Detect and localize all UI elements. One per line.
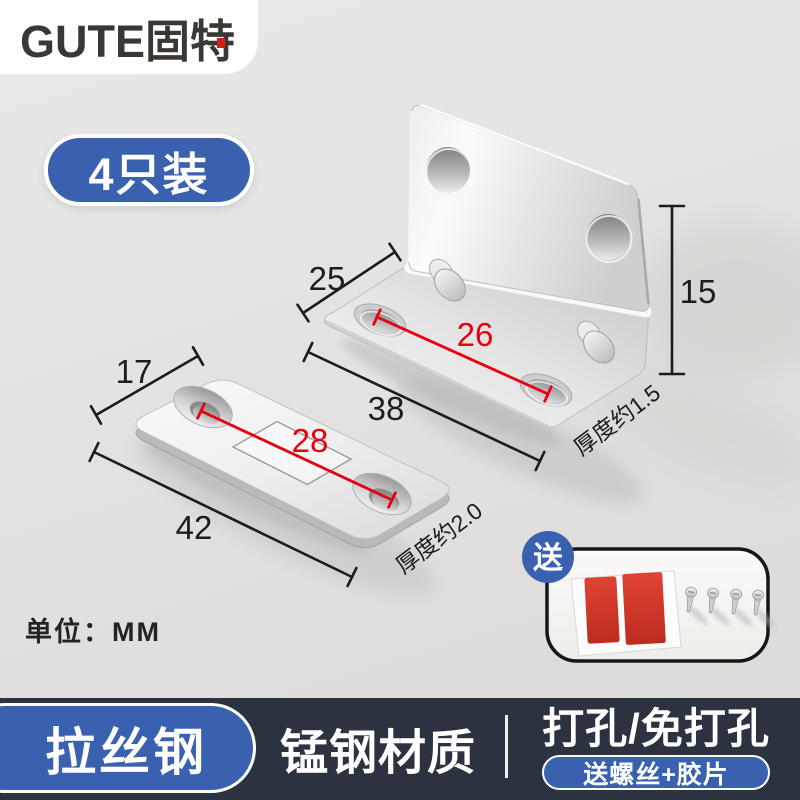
dim-text-28: 28 xyxy=(292,422,329,459)
gift-box: 送 xyxy=(522,531,775,663)
screws xyxy=(685,586,775,628)
mounting-label: 打孔/免打孔 xyxy=(542,705,770,752)
dim-line-25 xyxy=(296,242,402,323)
dim-text-15: 15 xyxy=(680,273,717,310)
screw-icon xyxy=(685,586,708,625)
bracket-base-thickness xyxy=(323,319,549,429)
fold-rib-left xyxy=(429,258,466,302)
adhesive-pad-left xyxy=(584,576,620,644)
screw-icon xyxy=(730,588,753,627)
dim-text-38: 38 xyxy=(368,390,405,427)
logo-red-dot xyxy=(217,38,225,48)
bracket-base-hole-left xyxy=(353,303,407,337)
dim-line-28 xyxy=(196,402,397,509)
dim-line-42 xyxy=(88,441,358,588)
screw-icon xyxy=(707,587,730,626)
fold-rib-right xyxy=(577,320,615,364)
dim-line-17 xyxy=(89,346,205,425)
bracket-face-hole-left xyxy=(426,147,470,193)
bracket-floor-shadow xyxy=(587,361,800,489)
bar-divider xyxy=(505,715,508,778)
bonus-pill: 送螺丝+胶片 xyxy=(542,755,770,790)
dim-text-17: 17 xyxy=(116,353,153,390)
dim-line-26 xyxy=(372,308,553,403)
dim-text-42: 42 xyxy=(176,509,213,546)
material-label: 锰钢材质 xyxy=(280,727,477,780)
finish-label: 拉丝钢 xyxy=(44,724,207,781)
finish-pill: 拉丝钢 xyxy=(0,703,256,793)
bracket-wall-shadow xyxy=(635,220,800,380)
pack-count-label: 4只装 xyxy=(88,148,210,200)
adhesive-pad-right xyxy=(622,572,666,645)
bottom-bar: 拉丝钢 锰钢材质 打孔/免打孔 送螺丝+胶片 xyxy=(0,698,800,800)
bracket-edge-shadow xyxy=(341,339,559,445)
dim-text-26: 26 xyxy=(457,316,494,353)
bonus-label: 送螺丝+胶片 xyxy=(583,760,729,789)
dim-line-38 xyxy=(302,341,546,472)
plate-hole-right xyxy=(352,472,412,516)
bracket-face-hole-right xyxy=(586,214,630,260)
face-top-bevel xyxy=(419,103,630,186)
mounting-column: 打孔/免打孔 送螺丝+胶片 xyxy=(538,705,774,790)
face-right-edge xyxy=(637,198,650,305)
brand-logo-text: GUTE固特 xyxy=(20,15,236,67)
screw-icon xyxy=(752,589,775,628)
gift-badge-label: 送 xyxy=(533,542,563,575)
bracket-base-hole-right xyxy=(519,373,573,407)
pack-count-badge: 4只装 xyxy=(44,134,254,206)
unit-note: 单位：MM xyxy=(25,616,161,647)
dim-text-25: 25 xyxy=(309,260,346,297)
brand-logo: GUTE固特 xyxy=(0,0,258,74)
face-left-bevel xyxy=(407,110,413,263)
flat-plate xyxy=(135,379,450,549)
bracket-face xyxy=(408,104,650,312)
gift-badge-circle xyxy=(522,531,574,583)
dim-line-15 xyxy=(658,204,686,376)
l-bracket xyxy=(323,103,652,429)
